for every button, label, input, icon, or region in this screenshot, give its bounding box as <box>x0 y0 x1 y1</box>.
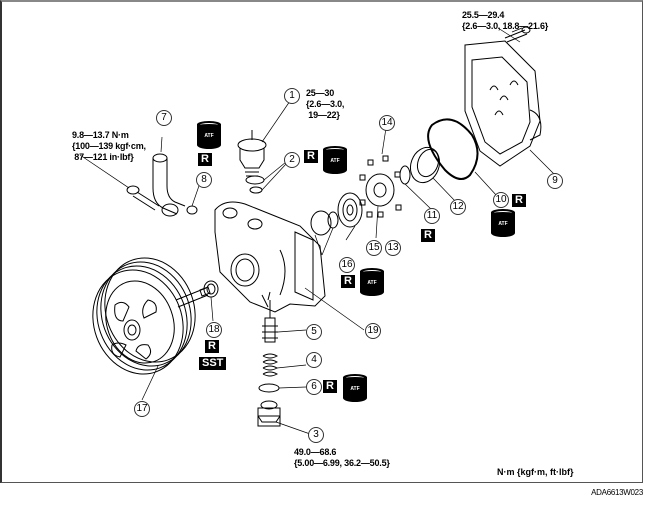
callout-2: 2 <box>284 152 300 168</box>
atf-label: ATF <box>343 377 367 402</box>
o-ring-16a <box>310 210 332 236</box>
snap-ring <box>399 165 411 185</box>
cover-gasket <box>427 118 479 180</box>
atf-label: ATF <box>323 149 347 174</box>
callout-3: 3 <box>308 427 324 443</box>
leader-lines <box>79 27 557 436</box>
callout-10: 10 <box>493 192 509 208</box>
replace-badge: R <box>304 150 318 163</box>
torque-spec-plug: 49.0—68.6{5.00—6.99, 36.2—50.5} <box>294 447 390 469</box>
pressure-plate <box>337 192 363 228</box>
oil-seal <box>203 280 219 298</box>
suction-pipe <box>126 153 198 217</box>
torque-value: 49.0—68.6 <box>294 447 337 457</box>
torque-value: 25.5—29.4 <box>462 10 505 20</box>
torque-spec-pipe-bolt: 9.8—13.7 N·m{100—139 kgf·cm, 87—121 in·l… <box>72 130 146 163</box>
atf-label: ATF <box>491 212 515 237</box>
callout-7: 7 <box>156 110 172 126</box>
pulley <box>92 257 211 375</box>
atf-fluid-icon: ATF <box>343 374 367 404</box>
replace-badge: R <box>421 229 435 242</box>
replace-badge: R <box>341 275 355 288</box>
torque-conversion: {2.6—3.0, 18.8—21.6} <box>462 21 549 31</box>
callout-1: 1 <box>284 88 300 104</box>
diagram-frame <box>0 0 643 483</box>
torque-conversion: 87—121 in·lbf} <box>72 152 134 162</box>
callout-8: 8 <box>196 172 212 188</box>
o-ring-16b <box>327 211 339 229</box>
flow-control-valve <box>257 300 281 427</box>
atf-fluid-icon: ATF <box>323 146 347 176</box>
callout-6: 6 <box>306 379 322 395</box>
torque-conversion: {5.00—6.99, 36.2—50.5} <box>294 458 390 468</box>
figure-code: ADA6613W023 <box>591 488 643 497</box>
torque-spec-cover-bolt: 25.5—29.4{2.6—3.0, 18.8—21.6} <box>462 10 548 32</box>
callout-19: 19 <box>365 323 381 339</box>
callout-17: 17 <box>134 401 150 417</box>
callout-9: 9 <box>547 173 563 189</box>
cam-ring-rotor <box>359 155 402 218</box>
callout-14: 14 <box>379 115 395 131</box>
atf-label: ATF <box>197 124 221 149</box>
callout-5: 5 <box>306 324 322 340</box>
torque-value: 25—30 <box>306 88 335 98</box>
atf-fluid-icon: ATF <box>197 121 221 151</box>
cam-ring <box>409 146 441 184</box>
replace-badge: R <box>512 194 526 207</box>
torque-spec-fitting: 25—30{2.6—3.0, 19—22} <box>306 88 344 121</box>
torque-conversion: 19—22} <box>306 110 340 120</box>
torque-conversion: {100—139 kgf·cm, <box>72 141 146 151</box>
replace-badge: R <box>205 340 219 353</box>
special-tool-badge: SST <box>199 357 227 370</box>
callout-18: 18 <box>206 322 222 338</box>
replace-badge: R <box>198 153 212 166</box>
callout-13: 13 <box>385 240 401 256</box>
units-legend: N·m {kgf·m, ft·lbf} <box>497 467 574 477</box>
torque-conversion: {2.6—3.0, <box>306 99 345 109</box>
rear-cover <box>464 26 542 167</box>
torque-value: 9.8—13.7 N·m <box>72 130 129 140</box>
callout-15: 15 <box>366 240 382 256</box>
atf-fluid-icon: ATF <box>360 268 384 298</box>
callout-4: 4 <box>306 352 322 368</box>
replace-badge: R <box>323 380 337 393</box>
callout-11: 11 <box>424 208 440 224</box>
callout-12: 12 <box>450 199 466 215</box>
outlet-fitting <box>237 130 267 194</box>
callout-16: 16 <box>339 257 355 273</box>
pump-body <box>214 201 326 313</box>
atf-fluid-icon: ATF <box>491 209 515 239</box>
atf-label: ATF <box>360 271 384 296</box>
